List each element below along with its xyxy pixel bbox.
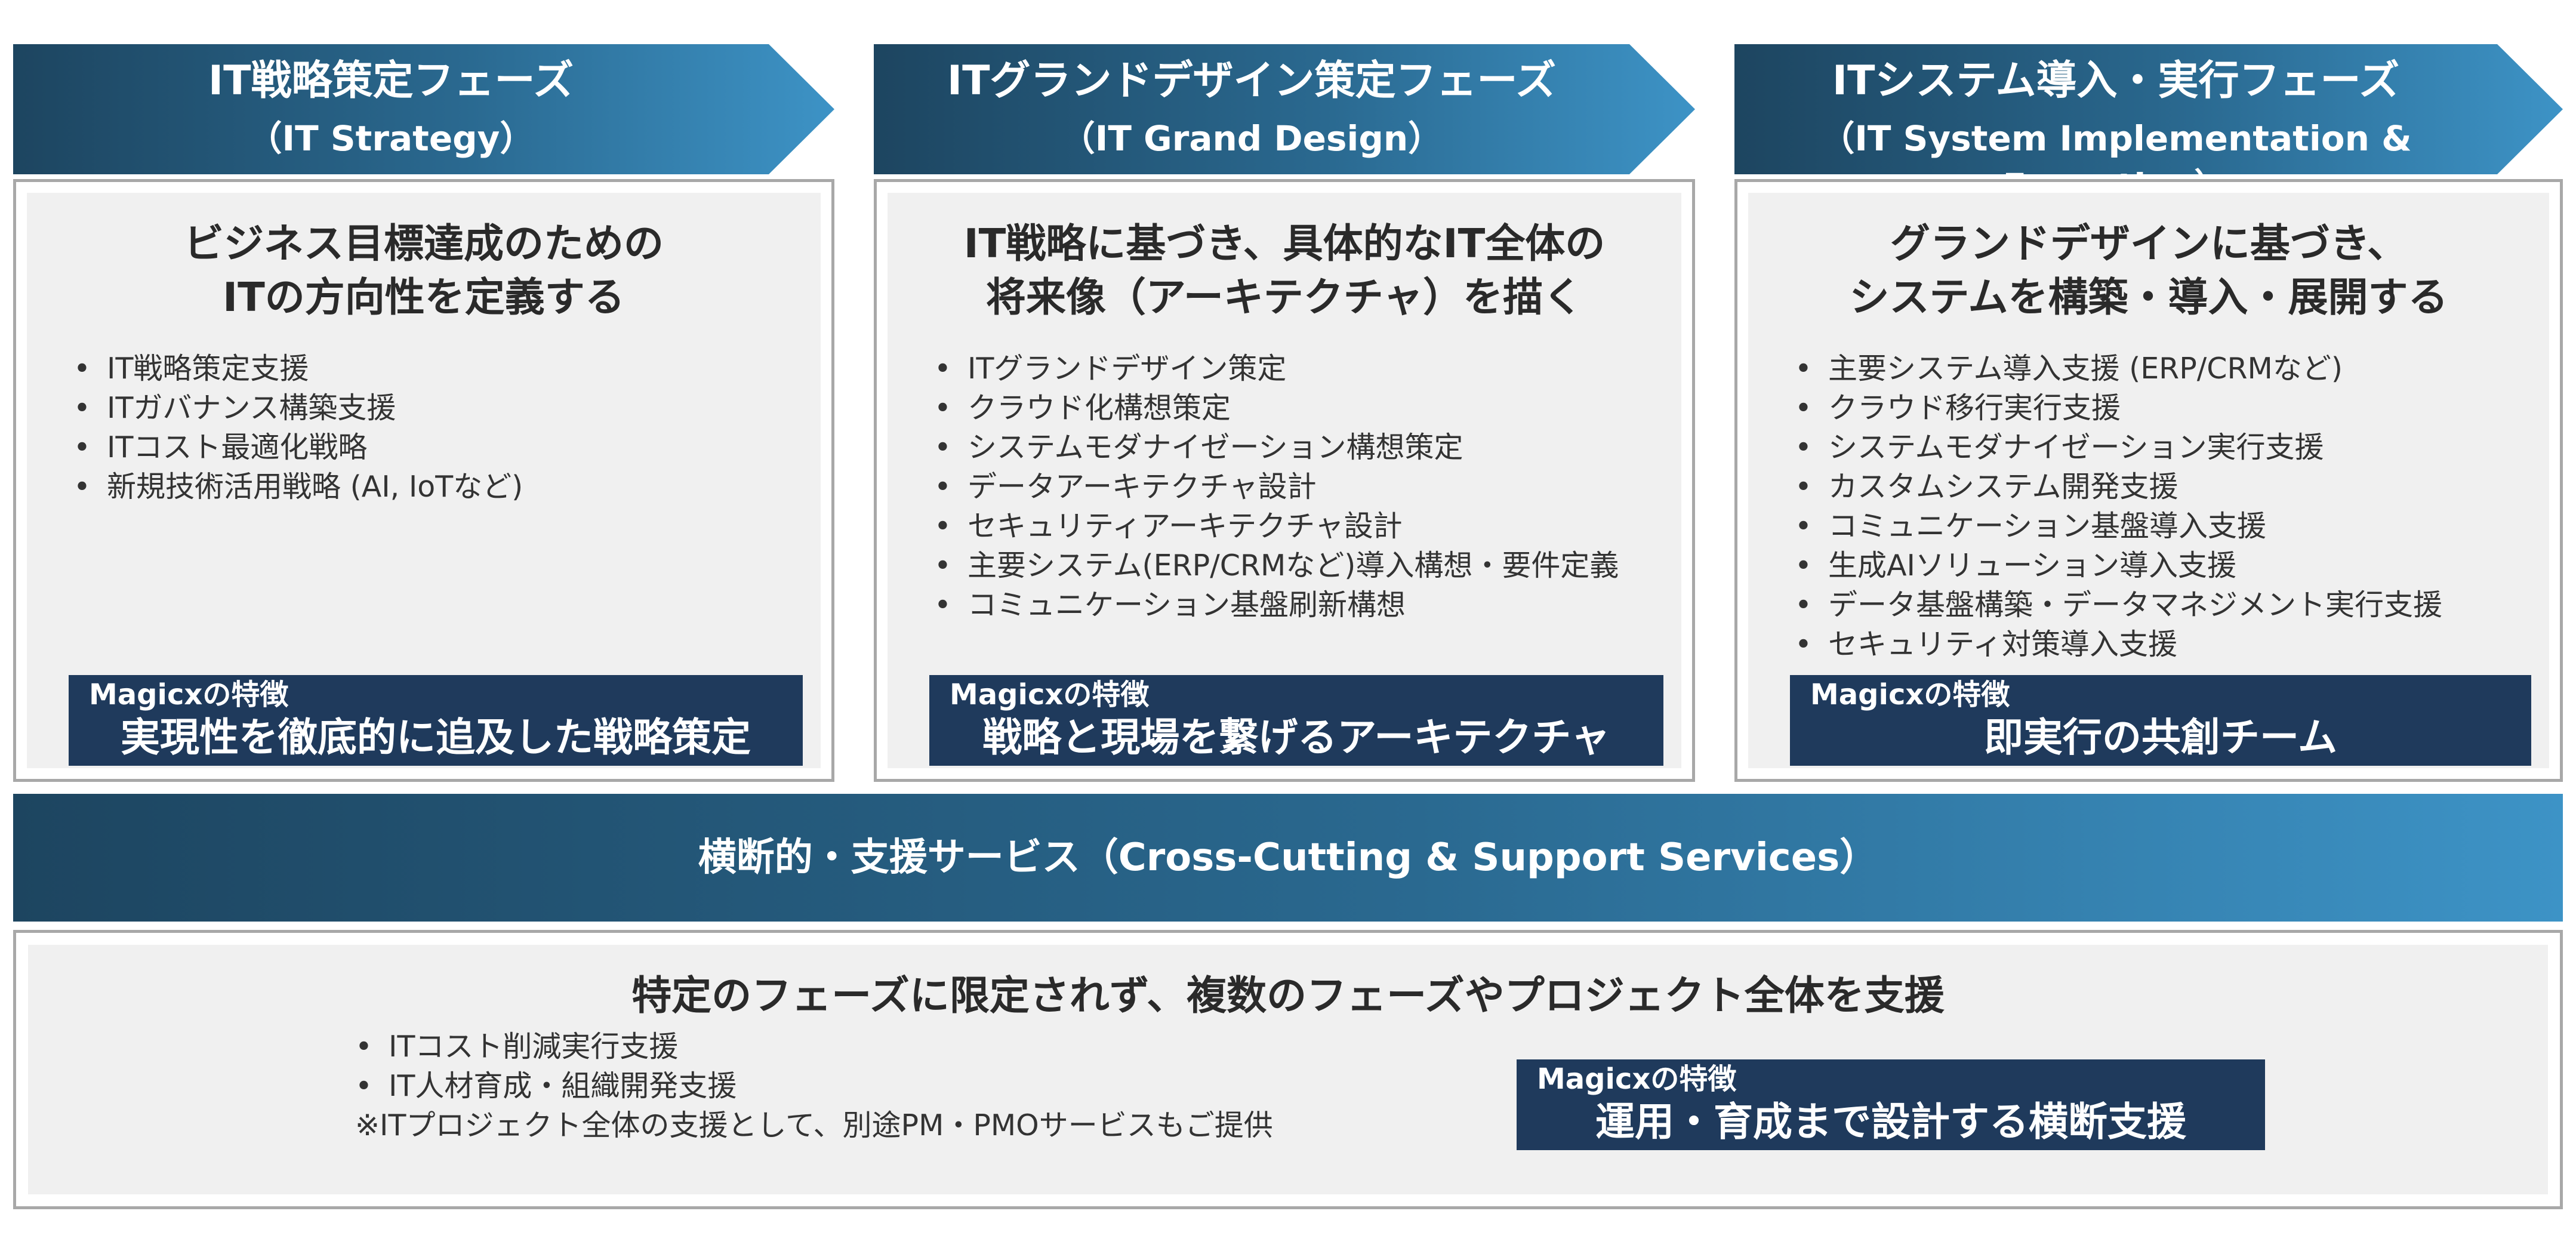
list-item: 新規技術活用戦略 (AI, IoTなど) bbox=[69, 467, 803, 507]
service-list: IT戦略策定支援 ITガバナンス構築支援 ITコスト最適化戦略 新規技術活用戦略… bbox=[69, 349, 803, 507]
feature-text: 運用・育成まで設計する横断支援 bbox=[1595, 1099, 2186, 1145]
list-item: データアーキテクチャ設計 bbox=[929, 467, 1663, 507]
phase-header-it-system-implementation: ITシステム導入・実行フェーズ （IT System Implementatio… bbox=[1734, 44, 2563, 174]
feature-box: Magicxの特徴 運用・育成まで設計する横断支援 bbox=[1517, 1059, 2265, 1150]
list-item: ITコスト削減実行支援 bbox=[350, 1027, 737, 1067]
list-item: ITガバナンス構築支援 bbox=[69, 389, 803, 428]
phase-title: ITグランドデザイン策定フェーズ bbox=[947, 57, 1557, 104]
headline-line-1: IT戦略に基づき、具体的なIT全体の bbox=[963, 220, 1606, 267]
feature-box: Magicxの特徴 即実行の共創チーム bbox=[1790, 675, 2531, 766]
list-item: 生成AIソリューション導入支援 bbox=[1790, 546, 2531, 586]
phase-subtitle: （IT Strategy） bbox=[247, 118, 535, 159]
list-item: データ基盤構築・データマネジメント実行支援 bbox=[1790, 586, 2531, 625]
phase-subtitle: （IT Grand Design） bbox=[1060, 118, 1443, 159]
list-item: コミュニケーション基盤導入支援 bbox=[1790, 507, 2531, 546]
panel-body: グランドデザインに基づき、 システムを構築・導入・展開する 主要システム導入支援… bbox=[1748, 193, 2549, 768]
phase-headline: IT戦略に基づき、具体的なIT全体の 将来像（アーキテクチャ）を描く bbox=[888, 217, 1681, 324]
phase-panel-it-grand-design: IT戦略に基づき、具体的なIT全体の 将来像（アーキテクチャ）を描く ITグラン… bbox=[874, 179, 1695, 782]
feature-box: Magicxの特徴 実現性を徹底的に追及した戦略策定 bbox=[69, 675, 803, 766]
phase-panel-it-strategy: ビジネス目標達成のための ITの方向性を定義する IT戦略策定支援 ITガバナン… bbox=[13, 179, 834, 782]
list-item: システムモダナイゼーション構想策定 bbox=[929, 428, 1663, 467]
list-item: コミュニケーション基盤刷新構想 bbox=[929, 586, 1663, 625]
feature-label: Magicxの特徴 bbox=[1810, 678, 2010, 711]
service-list: ITコスト削減実行支援 IT人材育成・組織開発支援 bbox=[350, 1027, 737, 1106]
list-item: 主要システム導入支援 (ERP/CRMなど) bbox=[1790, 349, 2531, 389]
list-item: 主要システム(ERP/CRMなど)導入構想・要件定義 bbox=[929, 546, 1663, 586]
cross-cutting-headline: 特定のフェーズに限定されず、複数のフェーズやプロジェクト全体を支援 bbox=[631, 972, 1945, 1019]
list-item: IT人材育成・組織開発支援 bbox=[350, 1067, 737, 1106]
feature-label: Magicxの特徴 bbox=[1537, 1062, 1737, 1096]
service-list: 主要システム導入支援 (ERP/CRMなど) クラウド移行実行支援 システムモダ… bbox=[1790, 349, 2531, 664]
phase-headline: ビジネス目標達成のための ITの方向性を定義する bbox=[27, 217, 821, 324]
list-item: クラウド移行実行支援 bbox=[1790, 389, 2531, 428]
pm-pmo-note: ※ITプロジェクト全体の支援として、別途PM・PMOサービスもご提供 bbox=[355, 1108, 1273, 1142]
list-item: セキュリティ対策導入支援 bbox=[1790, 625, 2531, 664]
phase-title: IT戦略策定フェーズ bbox=[208, 57, 574, 104]
cross-cutting-title: 横断的・支援サービス（Cross-Cutting & Support Servi… bbox=[698, 836, 1878, 880]
cross-cutting-panel: 特定のフェーズに限定されず、複数のフェーズやプロジェクト全体を支援 ITコスト削… bbox=[13, 930, 2563, 1209]
list-item: カスタムシステム開発支援 bbox=[1790, 467, 2531, 507]
list-item: ITグランドデザイン策定 bbox=[929, 349, 1663, 389]
list-item: IT戦略策定支援 bbox=[69, 349, 803, 389]
panel-body: IT戦略に基づき、具体的なIT全体の 将来像（アーキテクチャ）を描く ITグラン… bbox=[888, 193, 1681, 768]
list-item: システムモダナイゼーション実行支援 bbox=[1790, 428, 2531, 467]
headline-line-2: 将来像（アーキテクチャ）を描く bbox=[985, 274, 1583, 321]
phase-panel-it-system-implementation: グランドデザインに基づき、 システムを構築・導入・展開する 主要システム導入支援… bbox=[1734, 179, 2563, 782]
panel-body: 特定のフェーズに限定されず、複数のフェーズやプロジェクト全体を支援 ITコスト削… bbox=[28, 945, 2548, 1194]
cross-cutting-band: 横断的・支援サービス（Cross-Cutting & Support Servi… bbox=[13, 794, 2563, 922]
list-item: ITコスト最適化戦略 bbox=[69, 428, 803, 467]
phase-header-it-strategy: IT戦略策定フェーズ （IT Strategy） bbox=[13, 44, 834, 174]
phase-title: ITシステム導入・実行フェーズ bbox=[1832, 57, 2400, 104]
feature-text: 実現性を徹底的に追及した戦略策定 bbox=[121, 714, 751, 760]
feature-label: Magicxの特徴 bbox=[950, 678, 1150, 711]
headline-line-1: ビジネス目標達成のための bbox=[184, 220, 664, 267]
phase-header-it-grand-design: ITグランドデザイン策定フェーズ （IT Grand Design） bbox=[874, 44, 1695, 174]
phase-headline: グランドデザインに基づき、 システムを構築・導入・展開する bbox=[1748, 217, 2549, 324]
list-item: クラウド化構想策定 bbox=[929, 389, 1663, 428]
feature-text: 戦略と現場を繋げるアーキテクチャ bbox=[982, 714, 1610, 760]
headline-line-2: システムを構築・導入・展開する bbox=[1849, 274, 2448, 321]
feature-text: 即実行の共創チーム bbox=[1983, 714, 2338, 760]
headline-line-1: グランドデザインに基づき、 bbox=[1890, 220, 2408, 267]
feature-label: Magicxの特徴 bbox=[89, 678, 289, 711]
panel-body: ビジネス目標達成のための ITの方向性を定義する IT戦略策定支援 ITガバナン… bbox=[27, 193, 821, 768]
list-item: セキュリティアーキテクチャ設計 bbox=[929, 507, 1663, 546]
feature-box: Magicxの特徴 戦略と現場を繋げるアーキテクチャ bbox=[929, 675, 1663, 766]
headline-line-2: ITの方向性を定義する bbox=[223, 274, 625, 321]
service-list: ITグランドデザイン策定 クラウド化構想策定 システムモダナイゼーション構想策定… bbox=[929, 349, 1663, 625]
